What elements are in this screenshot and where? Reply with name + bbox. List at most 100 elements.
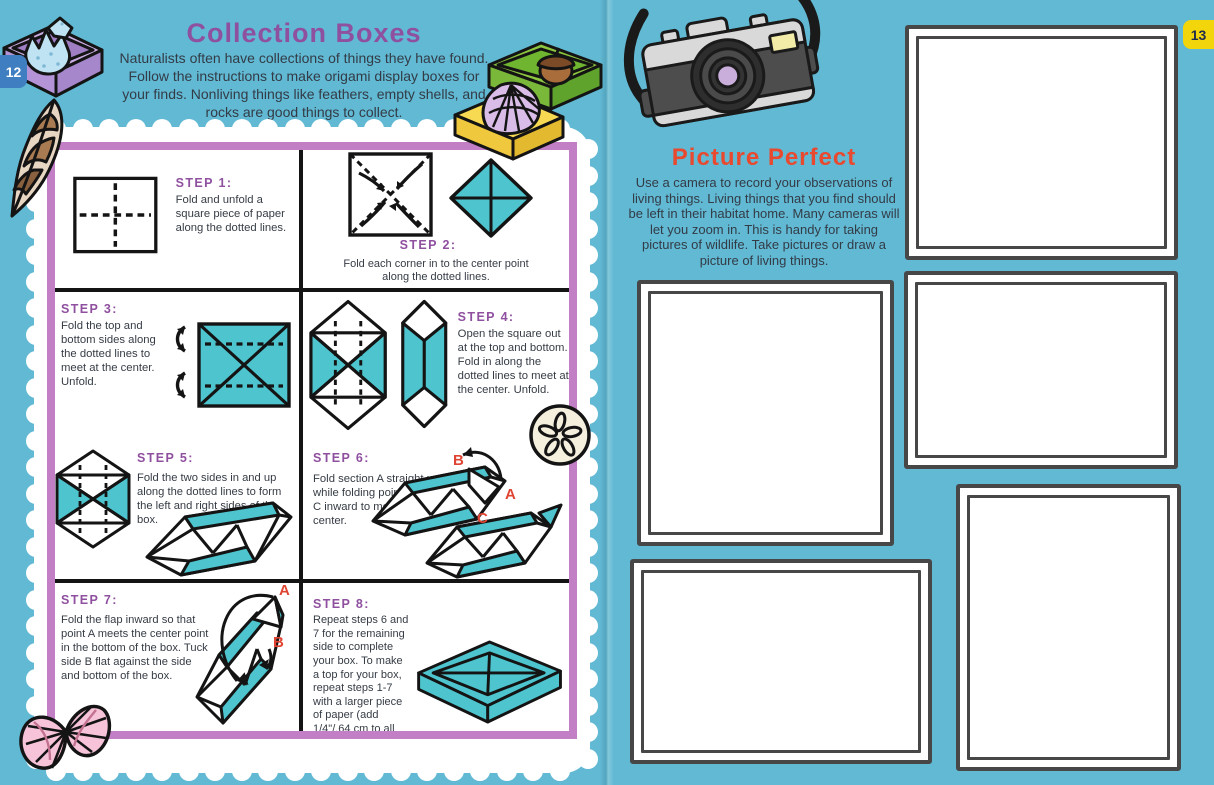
panel-scallop [26,510,46,530]
panel-scallop [578,271,598,292]
panel-scallop [26,404,46,424]
panel-scallop [26,669,46,689]
panel-scallop [178,761,199,781]
panel-scallop [26,589,46,610]
panel-scallop [496,761,517,781]
panel-scallop [578,245,598,265]
panel-scallop [284,761,305,781]
panel-scallop [578,483,598,504]
acorn-and-shell-boxes-icon [453,41,603,161]
right-page-intro: Use a camera to record your observations… [628,175,900,268]
panel-scallop [152,761,172,781]
panel-scallop [337,761,358,781]
left-page-title: Collection Boxes [186,18,422,48]
step-5-cell: STEP 5: Fold the two sides in and up alo… [55,439,303,583]
step-6-label: STEP 6: [313,451,370,465]
step-1-label: STEP 1: [175,176,233,190]
panel-scallop [311,119,331,139]
step-7-cell: STEP 7: Fold the flap inward so that poi… [55,583,303,731]
panel-scallop [578,642,598,663]
panel-scallop [578,616,598,636]
panel-scallop [578,722,598,742]
panel-scallop [152,119,172,139]
panel-scallop [26,536,46,557]
panel-scallop [26,616,46,636]
step-6-marker-b: B [453,452,464,469]
step-7-marker-a: A [279,585,290,599]
panel-scallop [26,563,46,583]
panel-scallop [26,430,46,451]
right-page-title: Picture Perfect [671,144,857,171]
step-2-cell: STEP 2: Fold each corner in to the cente… [303,150,569,292]
panel-scallop [26,457,46,477]
step-5-diagram-folded [145,501,293,577]
panel-scallop [205,761,225,781]
panel-scallop [99,119,119,139]
step-5-text: Fold the two sides in and up along the d… [137,472,282,526]
panel-scallop [578,218,598,239]
step-6-marker-c: C [477,510,488,527]
step-7-diagram: A B [195,585,290,725]
step-2-diagram-unfolded [348,152,433,237]
step-8-text: Repeat steps 6 and 7 for the remaining s… [313,614,409,731]
step-5-diagram-flat [55,449,131,549]
panel-scallop [578,669,598,689]
step-4-diagram [309,299,448,431]
step-8-diagram [417,640,562,724]
camera-icon [623,0,821,128]
panel-scallop [578,536,598,557]
step-3-diagram [175,322,291,408]
photo-frame-5 [956,484,1181,771]
step-3-text: Fold the top and bottom sides along the … [61,320,156,388]
panel-scallop [549,761,570,781]
step-4-text: Open the square out at the top and botto… [457,328,569,396]
photo-frame-3 [904,271,1178,469]
panel-scallop [125,761,146,781]
instructions-panel: STEP 1: Fold and unfold a square piece o… [26,119,598,781]
step-8-label: STEP 8: [313,597,370,611]
step-6-diagram: B A C [371,447,563,579]
panel-scallop [578,695,598,716]
panel-scallop [311,761,331,781]
panel-scallop [26,218,46,239]
eggshell-box-icon [2,16,104,98]
step-1-diagram [73,176,158,254]
panel-scallop [578,457,598,477]
step-6-cell: STEP 6: Fold section A straight up while… [303,439,569,583]
step-6-marker-a: A [505,486,516,503]
panel-scallop [26,271,46,292]
panel-scallop [578,377,598,398]
panel-scallop [443,761,464,781]
panel-scallop [390,119,411,139]
panel-scallop [284,119,305,139]
step-4-cell: STEP 4: Open the square out at the top a… [303,292,569,439]
panel-scallop [364,761,384,781]
panel-scallop [523,761,543,781]
panel-scallop [178,119,199,139]
step-7-text: Fold the flap inward so that point A mee… [61,614,209,682]
panel-scallop [578,324,598,345]
panel-scallop [578,298,598,318]
panel-scallop [578,748,598,769]
panel-scallop [417,119,437,139]
step-1-cell: STEP 1: Fold and unfold a square piece o… [55,150,303,292]
butterfly-shell-icon [19,704,112,770]
panel-scallop [72,119,93,139]
step-7-marker-b: B [273,634,284,651]
panel-scallop [390,761,411,781]
panel-scallop [578,589,598,610]
step-3-label: STEP 3: [61,302,118,316]
panel-scallop [364,119,384,139]
step-5-label: STEP 5: [137,451,194,465]
panel-scallop [26,377,46,398]
panel-scallop [26,642,46,663]
panel-scallop [26,351,46,371]
panel-scallop [72,761,93,781]
page-number-left: 12 [0,55,27,88]
panel-scallop [578,563,598,583]
photo-frame-4 [630,559,932,764]
panel-scallop [26,695,46,716]
photo-frame-2 [637,280,894,546]
panel-scallop [258,119,278,139]
sand-dollar-icon [529,404,591,466]
